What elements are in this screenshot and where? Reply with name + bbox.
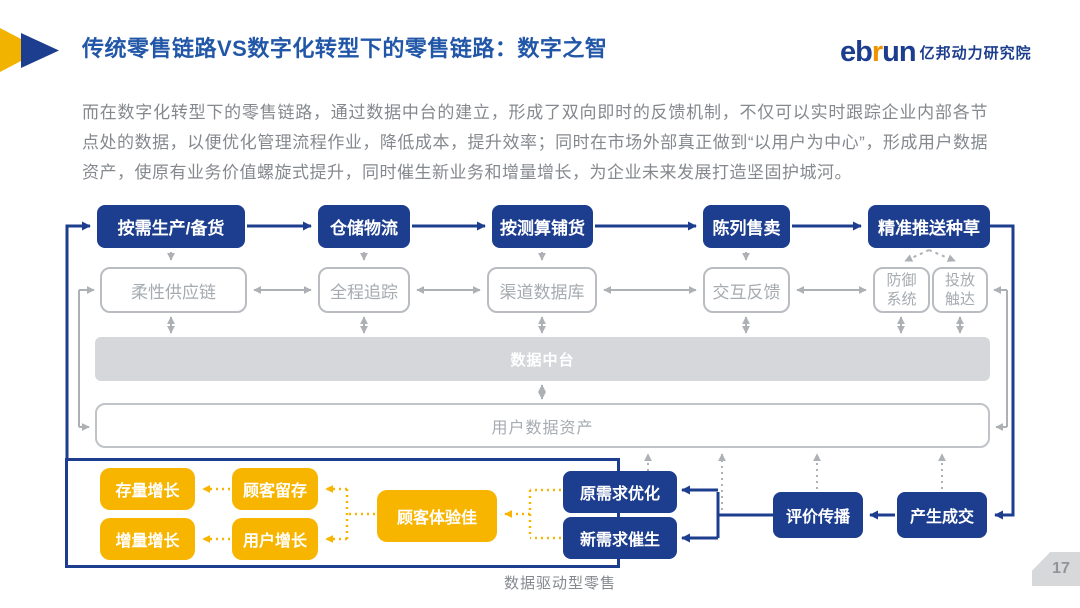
support-box-defense-system: 防御系统	[873, 267, 930, 313]
data-driven-retail-frame	[65, 458, 620, 568]
flow-box-display-sell: 陈列售卖	[703, 205, 790, 248]
support-box-full-tracking: 全程追踪	[318, 267, 410, 313]
logo-wordmark: ebrun	[840, 36, 917, 68]
box-deal-made: 产生成交	[897, 492, 987, 538]
flow-box-warehouse-logistics: 仓储物流	[318, 205, 410, 248]
logo-org-name: 亿邦动力研究院	[919, 45, 1032, 62]
flow-box-produce-on-demand: 按需生产/备货	[97, 205, 245, 248]
bottom-caption: 数据驱动型零售	[503, 575, 616, 592]
logo-accent-letter: r	[871, 36, 883, 68]
page-title: 传统零售链路VS数字化转型下的零售链路：数字之智	[82, 36, 608, 61]
page-number: 17	[1052, 560, 1070, 577]
data-platform-bar: 数据中台	[95, 337, 990, 381]
box-new-demand-generate: 新需求催生	[563, 517, 677, 559]
box-original-demand-optimize: 原需求优化	[563, 471, 677, 513]
box-increment-growth: 增量增长	[100, 518, 195, 560]
support-box-interactive-feedback: 交互反馈	[703, 267, 790, 313]
box-customer-retention: 顾客留存	[232, 468, 318, 510]
user-data-asset-box: 用户数据资产	[95, 403, 990, 448]
box-stock-growth: 存量增长	[100, 468, 195, 510]
intro-paragraph: 而在数字化转型下的零售链路，通过数据中台的建立，形成了双向即时的反馈机制，不仅可…	[82, 103, 988, 182]
flow-box-calculated-distribution: 按测算铺货	[492, 205, 593, 248]
flow-box-precise-push: 精准推送种草	[868, 205, 990, 248]
support-box-channel-database: 渠道数据库	[487, 267, 597, 313]
box-customer-experience: 顾客体验佳	[377, 490, 497, 542]
box-review-spread: 评价传播	[773, 492, 863, 538]
ebrun-logo: ebrun 亿邦动力研究院	[840, 36, 1032, 69]
support-box-delivery-reach: 投放触达	[932, 267, 988, 313]
box-user-growth: 用户增长	[232, 518, 318, 560]
support-box-flexible-supply-chain: 柔性供应链	[100, 267, 247, 313]
